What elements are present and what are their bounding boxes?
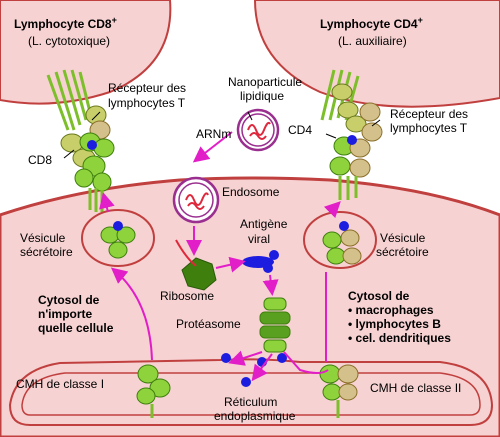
reticulum-label-1: Réticulum [224, 395, 277, 409]
label-pointers [63, 111, 381, 159]
cd4-cell-subtitle: (L. auxiliaire) [338, 34, 407, 48]
mhc-class-2 [319, 364, 359, 418]
tcr-label-right-2: lymphocytes T [390, 121, 468, 135]
tcr-label-left-1: Récepteur des [108, 81, 186, 95]
cd8-label: CD8 [28, 153, 52, 167]
nanoparticle-label-2: lipidique [240, 89, 284, 103]
cd8-lymphocyte-cell [0, 0, 172, 105]
endosome [172, 176, 220, 224]
cd4-cell-title: Lymphocyte CD4+ [320, 15, 423, 31]
cd8-cell-subtitle: (L. cytotoxique) [28, 34, 110, 48]
lipid-nanoparticle [236, 108, 280, 152]
cytosol-left-line-1: Cytosol de [38, 293, 100, 307]
vesicle-label-left-1: Vésicule [20, 231, 66, 245]
endoplasmic-reticulum [8, 358, 494, 426]
cytosol-right-line-4: • cel. dendritiques [348, 331, 451, 345]
tcr-label-right-1: Récepteur des [390, 107, 468, 121]
cytosol-right-line-3: • lymphocytes B [348, 317, 441, 331]
mhc1-label: CMH de classe I [16, 377, 104, 391]
tcr-cd8-complex [46, 69, 115, 212]
antigen-label-2: viral [248, 232, 270, 246]
cytosol-left-line-2: n'importe [38, 307, 93, 321]
cd4-label: CD4 [288, 123, 312, 137]
cd4-lymphocyte-cell [253, 0, 500, 108]
viral-antigen [242, 250, 279, 273]
tcr-cd4-complex [320, 69, 383, 200]
pathway-arrows [99, 131, 341, 382]
endosome-label: Endosome [222, 185, 280, 199]
nanoparticle-label-1: Nanoparticule [228, 75, 302, 89]
mhc2-label: CMH de classe II [370, 381, 461, 395]
mhc-class-1 [136, 364, 171, 418]
proteasome-label: Protéasome [176, 317, 241, 331]
cytosol-right-line-1: Cytosol de [348, 289, 410, 303]
tcr-label-left-2: lymphocytes T [108, 96, 186, 110]
arnm-label: ARNm [196, 127, 231, 141]
cytosol-right-line-2: • macrophages [348, 303, 434, 317]
vesicle-label-right-2: sécrétoire [376, 245, 429, 259]
reticulum-label-2: endoplasmique [214, 409, 296, 423]
antigen-label-1: Antigène [240, 217, 288, 231]
cytosol-left-line-3: quelle cellule [38, 321, 114, 335]
cd8-cell-title: Lymphocyte CD8+ [14, 15, 117, 31]
vesicle-label-left-2: sécrétoire [20, 245, 73, 259]
secretory-vesicle-right [303, 211, 377, 269]
vesicle-label-right-1: Vésicule [380, 231, 426, 245]
secretory-vesicle-left [81, 209, 155, 267]
ribosome-label: Ribosome [160, 289, 214, 303]
proteasome [259, 297, 291, 353]
